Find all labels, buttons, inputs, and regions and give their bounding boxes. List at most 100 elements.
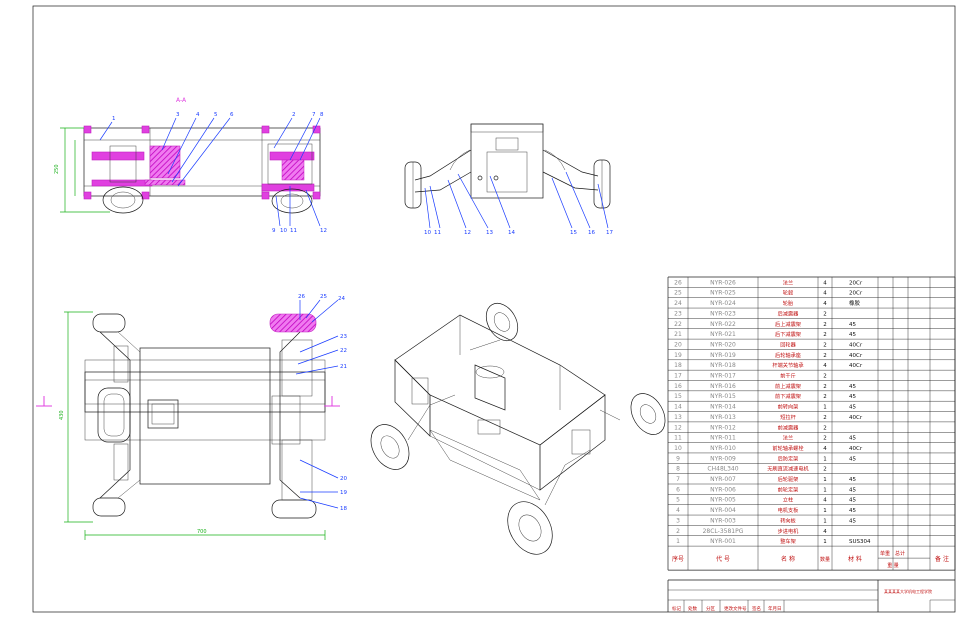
bom-qty: 1 (823, 518, 827, 524)
bom-qty: 2 (823, 322, 827, 328)
callout-label: 26 (298, 294, 305, 300)
bom-code: NYR-009 (710, 455, 736, 462)
bom-qty: 2 (823, 311, 827, 317)
callout-label: 20 (340, 476, 347, 482)
callout-label: 4 (196, 112, 200, 118)
bom-name: 后下减震架 (775, 330, 801, 338)
bom-code: NYR-006 (710, 486, 736, 493)
bom-no: 13 (674, 414, 682, 421)
bom-name: 短拉杆 (780, 413, 796, 421)
callout-label: 17 (606, 230, 613, 236)
bom-no: 26 (674, 279, 682, 286)
bom-no: 24 (674, 300, 682, 307)
titleblock-label: 分区 (706, 605, 715, 612)
bom-qty: 1 (823, 487, 827, 493)
callout-label: 9 (272, 228, 276, 234)
bom-code: NYR-017 (710, 373, 736, 380)
svg-text:某某某某大学机电工程学院: 某某某某大学机电工程学院 (884, 588, 932, 594)
bom-code: NYR-026 (710, 279, 736, 286)
bom-code: NYR-014 (710, 404, 736, 411)
front-view (404, 123, 611, 229)
titleblock-label: 更改文件号 (724, 605, 747, 612)
bom-code: 28CL-3581PG (703, 528, 744, 535)
bom-qty: 2 (823, 374, 827, 380)
bom-no: 9 (676, 455, 680, 462)
bom-code: NYR-011 (710, 435, 736, 442)
bom-code: NYR-016 (710, 383, 736, 390)
svg-text:250: 250 (54, 164, 60, 174)
bom-qty: 1 (823, 477, 827, 483)
bom-no: 1 (676, 538, 680, 545)
bom-material: 橡胶 (849, 299, 861, 307)
plan-view: 430 700 (36, 299, 340, 540)
bom-name: 后轮轴承座 (775, 351, 801, 359)
callout-label: 15 (570, 230, 577, 236)
bom-name: 后上减震架 (775, 320, 801, 328)
bom-material: 45 (849, 332, 856, 338)
bom-code: NYR-005 (710, 497, 736, 504)
bom-qty: 2 (823, 342, 827, 348)
svg-text:700: 700 (197, 529, 207, 535)
callout-label: 7 (312, 112, 316, 118)
bom-code: NYR-025 (710, 290, 736, 297)
bom-code: NYR-018 (710, 362, 736, 369)
bom-qty: 4 (823, 363, 827, 369)
bom-qty: 2 (823, 332, 827, 338)
callout-label: 10 (280, 228, 287, 234)
bom-material: 20Cr (849, 291, 863, 297)
bom-name: 法兰 (783, 434, 793, 442)
bom-name: 前转向架 (778, 403, 799, 411)
bom-header-name: 名 称 (781, 555, 795, 563)
bom-no: 16 (674, 383, 682, 390)
bom-no: 6 (676, 486, 680, 493)
bom-qty: 2 (823, 353, 827, 359)
bom-code: NYR-022 (710, 321, 736, 328)
callout-label: 25 (320, 294, 327, 300)
bom-qty: 2 (823, 425, 827, 431)
bom-material: 45 (849, 518, 856, 524)
bom-name: 法兰 (783, 278, 793, 286)
bom-no: 20 (674, 341, 682, 348)
bom-code: CH48L340 (707, 466, 738, 473)
bom-qty: 4 (823, 529, 827, 535)
bom-material: 40Cr (849, 353, 863, 359)
bom-material: 45 (849, 498, 856, 504)
bom-header-code: 代 号 (716, 555, 730, 563)
bom-qty: 4 (823, 280, 827, 286)
bom-no: 7 (676, 476, 680, 483)
callout-label: 18 (340, 506, 347, 512)
bom-no: 5 (676, 497, 680, 504)
bom-qty: 1 (823, 539, 827, 545)
bom-name: 前下减震架 (775, 392, 801, 400)
callout-label: 13 (486, 230, 493, 236)
sheet-border (32, 5, 956, 613)
titleblock-label: 处数 (688, 605, 697, 612)
callout-label: 22 (340, 348, 347, 354)
bom-material: 45 (849, 508, 856, 514)
bom-no: 3 (676, 517, 680, 524)
svg-text:430: 430 (59, 410, 65, 420)
bom-code: NYR-015 (710, 393, 736, 400)
bom-qty: 2 (823, 436, 827, 442)
bom-material: 40Cr (849, 446, 863, 452)
bom-qty: 2 (823, 394, 827, 400)
callout-label: 24 (338, 296, 345, 302)
bom-name: 前上减震架 (775, 382, 801, 390)
bom-no: 15 (674, 393, 682, 400)
callout-label: 2 (292, 112, 296, 118)
callout-label: 12 (320, 228, 327, 234)
title-block: 某某某某大学机电工程学院 标记处数分区更改文件号签名年月日 (667, 579, 955, 612)
bom-no: 19 (674, 352, 682, 359)
bom-name: 后防定架 (778, 454, 799, 462)
bom-no: 17 (674, 373, 682, 380)
callout-label: 16 (588, 230, 595, 236)
bom-material: 20Cr (849, 280, 863, 286)
bom-header-mass: 重 量 (887, 562, 899, 569)
bom-name: 前千斤 (780, 372, 796, 380)
bom-no: 25 (674, 290, 682, 297)
bom-no: 10 (674, 445, 682, 452)
bom-material: 45 (849, 487, 856, 493)
callout-label: 11 (434, 230, 441, 236)
